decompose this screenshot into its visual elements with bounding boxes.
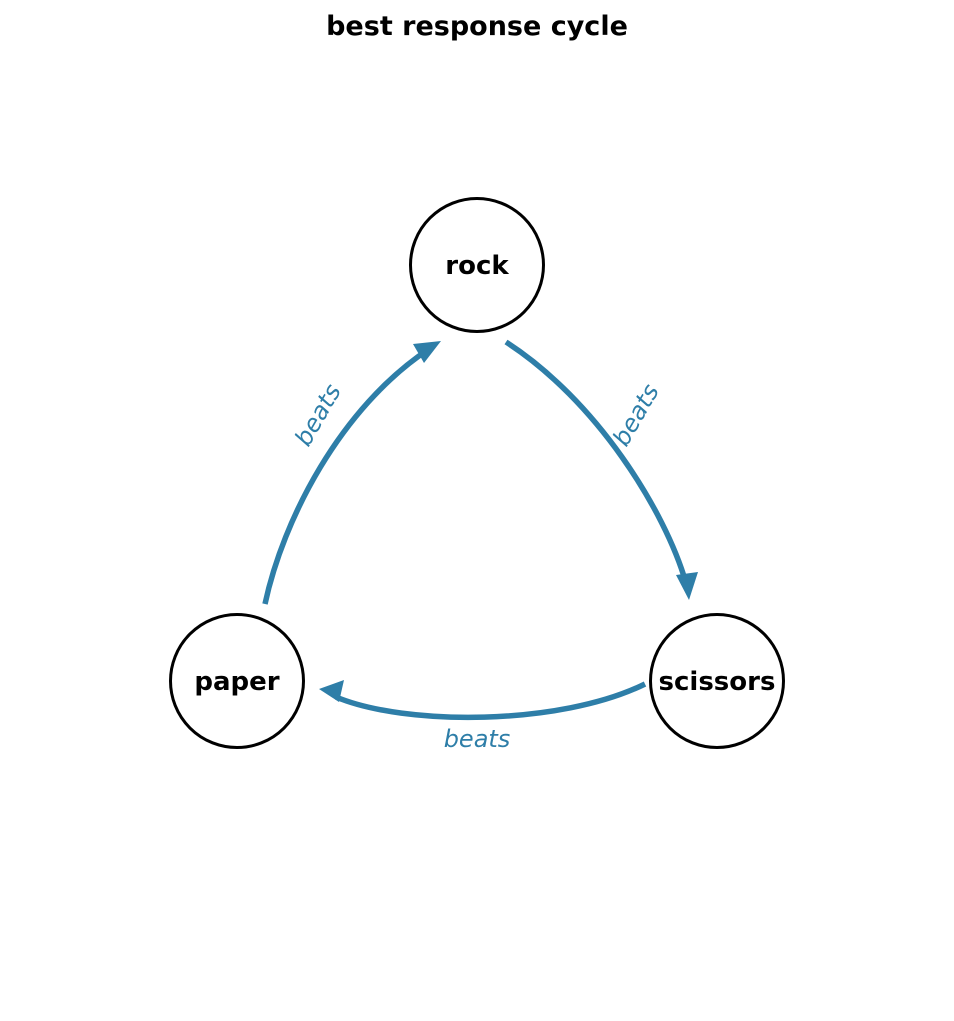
node-scissors[interactable]: scissors xyxy=(649,613,785,749)
edge-scissors-to-paper-path xyxy=(334,681,647,721)
node-rock-label: rock xyxy=(445,251,509,281)
node-rock-circle[interactable] xyxy=(409,197,545,333)
node-rock[interactable]: rock xyxy=(409,197,545,333)
node-paper-label: paper xyxy=(194,667,279,697)
node-scissors-label: scissors xyxy=(659,667,776,697)
edge-paper-to-rock-arrowhead xyxy=(413,341,441,363)
edge-rock-to-scissors-arrowhead xyxy=(676,572,698,600)
edge-label-scissors-beats-paper: beats xyxy=(444,725,511,753)
edge-label-rock-beats-scissors: beats xyxy=(607,379,665,451)
node-paper[interactable]: paper xyxy=(169,613,305,749)
edge-scissors-to-paper: beats xyxy=(319,680,647,753)
page-title: best response cycle xyxy=(326,11,628,42)
node-paper-circle[interactable] xyxy=(169,613,305,749)
edge-rock-to-scissors-path xyxy=(504,339,689,584)
edge-paper-to-rock: beats xyxy=(262,341,441,605)
edge-paper-to-rock-path xyxy=(262,346,431,605)
edge-scissors-to-paper-arrowhead xyxy=(319,680,344,702)
edge-rock-to-scissors: beats xyxy=(504,339,698,600)
node-scissors-circle[interactable] xyxy=(649,613,785,749)
